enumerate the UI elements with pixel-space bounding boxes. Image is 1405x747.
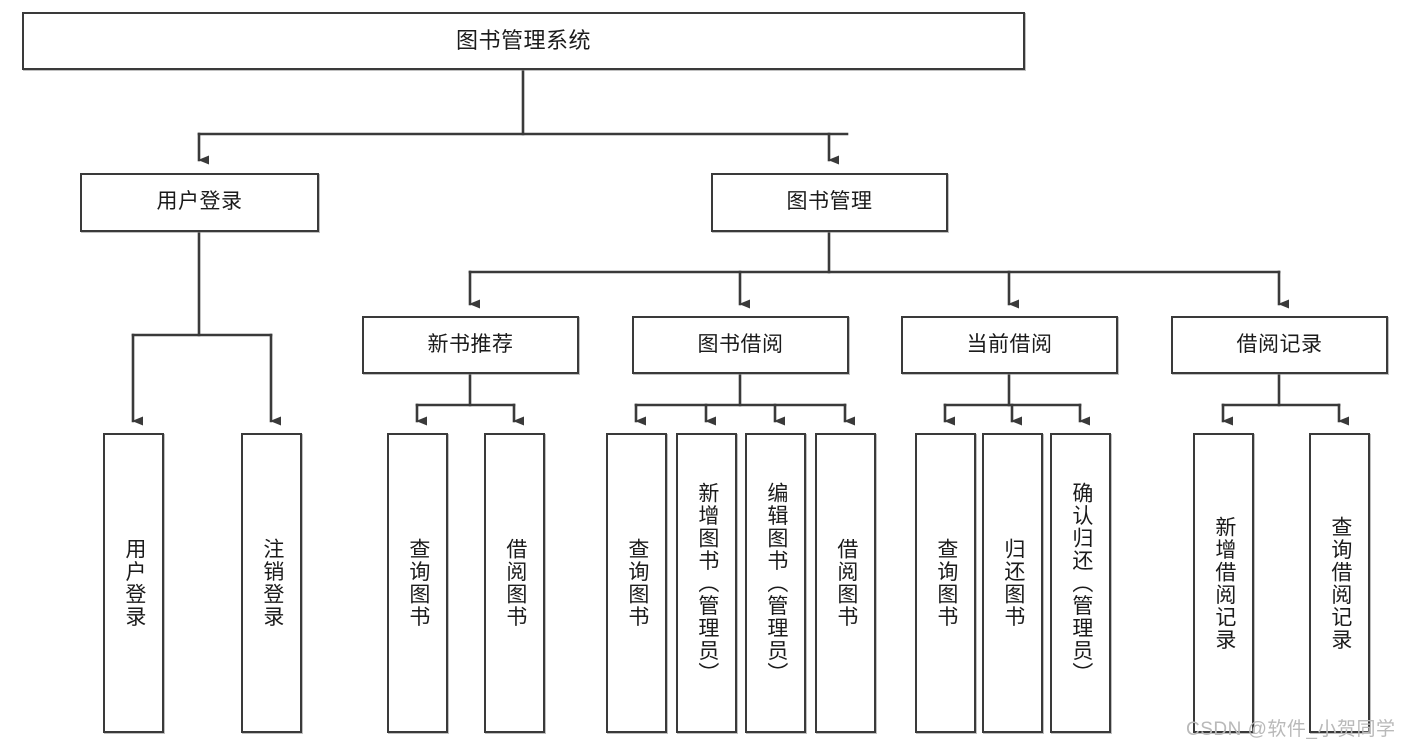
leaf-user-login-logout[interactable]: 注销登录 — [241, 433, 302, 733]
node-book-borrow[interactable]: 图书借阅 — [632, 316, 849, 374]
leaf-current-borrow-query-book[interactable]: 查询图书 — [915, 433, 976, 733]
node-book-management-label: 图书管理 — [786, 190, 873, 214]
leaf-current-borrow-return-book-label: 归还图书 — [1001, 538, 1025, 628]
node-borrow-record[interactable]: 借阅记录 — [1171, 316, 1388, 374]
node-book-borrow-label: 图书借阅 — [697, 332, 784, 356]
leaf-current-borrow-confirm-return-admin[interactable]: 确认归还（管理员） — [1050, 433, 1111, 733]
leaf-user-login-login[interactable]: 用户登录 — [103, 433, 164, 733]
leaf-borrow-record-add-record-label: 新增借阅记录 — [1212, 515, 1236, 651]
leaf-book-borrow-borrow-book-label: 借阅图书 — [834, 538, 858, 628]
leaf-current-borrow-confirm-return-admin-label: 确认归还（管理员） — [1069, 481, 1093, 685]
leaf-book-borrow-edit-book-admin-label: 编辑图书（管理员） — [764, 481, 788, 685]
node-borrow-record-label: 借阅记录 — [1236, 332, 1323, 356]
leaf-book-borrow-query-book-label: 查询图书 — [625, 538, 649, 628]
node-user-login-label: 用户登录 — [156, 190, 243, 214]
leaf-new-book-query-book[interactable]: 查询图书 — [387, 433, 448, 733]
node-current-borrow[interactable]: 当前借阅 — [901, 316, 1118, 374]
leaf-book-borrow-edit-book-admin[interactable]: 编辑图书（管理员） — [745, 433, 806, 733]
leaf-book-borrow-add-book-admin[interactable]: 新增图书（管理员） — [676, 433, 737, 733]
node-user-login[interactable]: 用户登录 — [80, 173, 319, 232]
leaf-new-book-borrow-book-label: 借阅图书 — [503, 538, 527, 628]
leaf-borrow-record-add-record[interactable]: 新增借阅记录 — [1193, 433, 1254, 733]
node-root-label: 图书管理系统 — [455, 28, 591, 54]
node-current-borrow-label: 当前借阅 — [966, 332, 1053, 356]
leaf-new-book-query-book-label: 查询图书 — [406, 538, 430, 628]
leaf-current-borrow-return-book[interactable]: 归还图书 — [982, 433, 1043, 733]
leaf-user-login-logout-label: 注销登录 — [260, 538, 284, 628]
leaf-new-book-borrow-book[interactable]: 借阅图书 — [484, 433, 545, 733]
leaf-book-borrow-add-book-admin-label: 新增图书（管理员） — [695, 481, 719, 685]
leaf-book-borrow-query-book[interactable]: 查询图书 — [606, 433, 667, 733]
leaf-book-borrow-borrow-book[interactable]: 借阅图书 — [815, 433, 876, 733]
csdn-watermark: CSDN @软件_小贺同学 — [1186, 719, 1396, 740]
node-new-book-recommend[interactable]: 新书推荐 — [362, 316, 579, 374]
node-book-management[interactable]: 图书管理 — [711, 173, 948, 232]
leaf-borrow-record-query-record[interactable]: 查询借阅记录 — [1309, 433, 1370, 733]
leaf-borrow-record-query-record-label: 查询借阅记录 — [1328, 515, 1352, 651]
leaf-current-borrow-query-book-label: 查询图书 — [934, 538, 958, 628]
leaf-user-login-login-label: 用户登录 — [122, 538, 146, 628]
node-new-book-recommend-label: 新书推荐 — [427, 332, 514, 356]
node-root-book-management-system[interactable]: 图书管理系统 — [22, 12, 1025, 70]
